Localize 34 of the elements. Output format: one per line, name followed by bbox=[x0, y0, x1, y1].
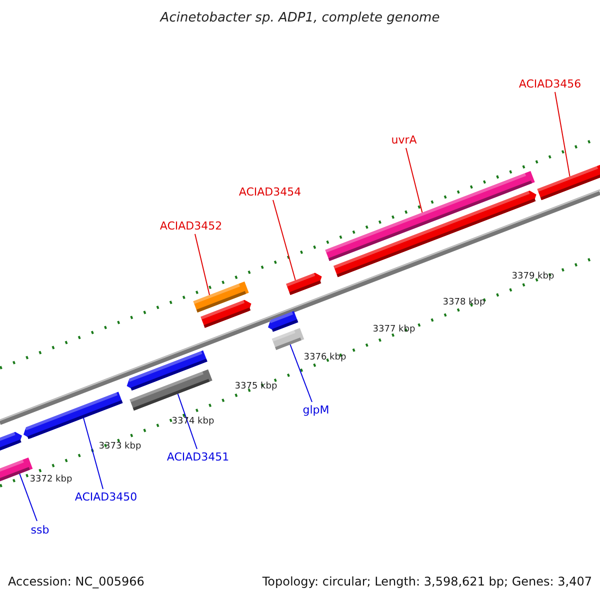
gene-feature bbox=[0, 432, 22, 452]
gene-feature bbox=[286, 272, 322, 296]
gene-label: uvrA bbox=[391, 134, 417, 146]
leader-line bbox=[19, 473, 38, 522]
title: Acinetobacter sp. ADP1, complete genome bbox=[160, 12, 440, 24]
gene-label: glpM bbox=[302, 404, 330, 416]
gene-feature bbox=[537, 164, 600, 200]
gene-label: ACIAD3456 bbox=[518, 78, 582, 90]
leader-line bbox=[290, 344, 312, 402]
gene-feature bbox=[272, 328, 304, 350]
gene-feature bbox=[334, 190, 536, 278]
footer-text: Accession: NC_005966 bbox=[8, 576, 144, 588]
gene-feature bbox=[23, 392, 123, 440]
scale-label: 3375 kbp bbox=[234, 382, 278, 392]
scale-label: 3373 kbp bbox=[98, 442, 142, 452]
leader-line bbox=[272, 200, 296, 281]
scale-label: 3372 kbp bbox=[30, 474, 72, 486]
gene-label: ACIAD3454 bbox=[238, 186, 302, 198]
gene-feature bbox=[130, 369, 212, 411]
gene-feature bbox=[268, 311, 298, 332]
gene-feature bbox=[200, 300, 252, 328]
footer-text: Topology: circular; Length: 3,598,621 bp; Genes: 3,407 bbox=[262, 576, 592, 588]
gene-label: ACIAD3450 bbox=[74, 490, 138, 504]
leader-line bbox=[406, 148, 423, 213]
scale-label: 3377 kbp bbox=[372, 324, 416, 336]
scale-label: 3376 kbp bbox=[304, 352, 346, 364]
gene-label: ACIAD3452 bbox=[160, 220, 222, 232]
leader-line bbox=[194, 234, 210, 296]
gene-label: ACIAD3451 bbox=[166, 450, 230, 464]
scale-label: 3378 kbp bbox=[442, 298, 486, 308]
scale-label: 3379 kbp bbox=[512, 272, 554, 282]
gene-label: ssb bbox=[30, 524, 50, 536]
leader-line bbox=[554, 92, 570, 177]
leader-line bbox=[83, 418, 104, 490]
